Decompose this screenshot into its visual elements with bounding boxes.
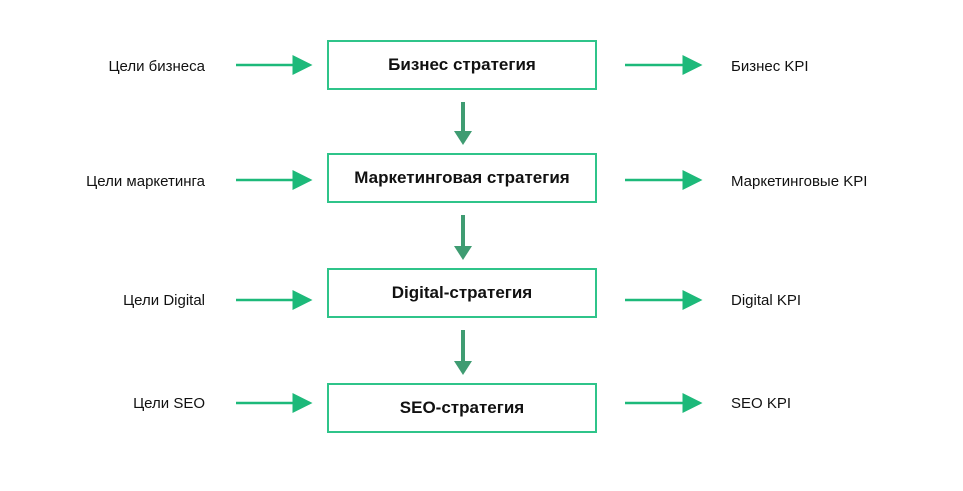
goal-label: Цели Digital <box>123 292 205 309</box>
goal-label: Цели SEO <box>133 395 205 412</box>
goal-label: Цели бизнеса <box>108 58 205 75</box>
kpi-label: Digital KPI <box>731 292 802 309</box>
kpi-label: Бизнес KPI <box>731 58 809 75</box>
down-arrow <box>454 102 472 145</box>
strategy-box: SEO-стратегия <box>327 383 597 433</box>
strategy-box: Маркетинговая стратегия <box>327 153 597 203</box>
down-arrow <box>454 215 472 260</box>
strategy-box: Бизнес стратегия <box>327 40 597 90</box>
strategy-box: Digital-стратегия <box>327 268 597 318</box>
down-arrow <box>454 330 472 375</box>
kpi-label: Маркетинговые KPI <box>731 173 868 190</box>
goal-label: Цели маркетинга <box>86 173 205 190</box>
kpi-label: SEO KPI <box>731 395 792 412</box>
